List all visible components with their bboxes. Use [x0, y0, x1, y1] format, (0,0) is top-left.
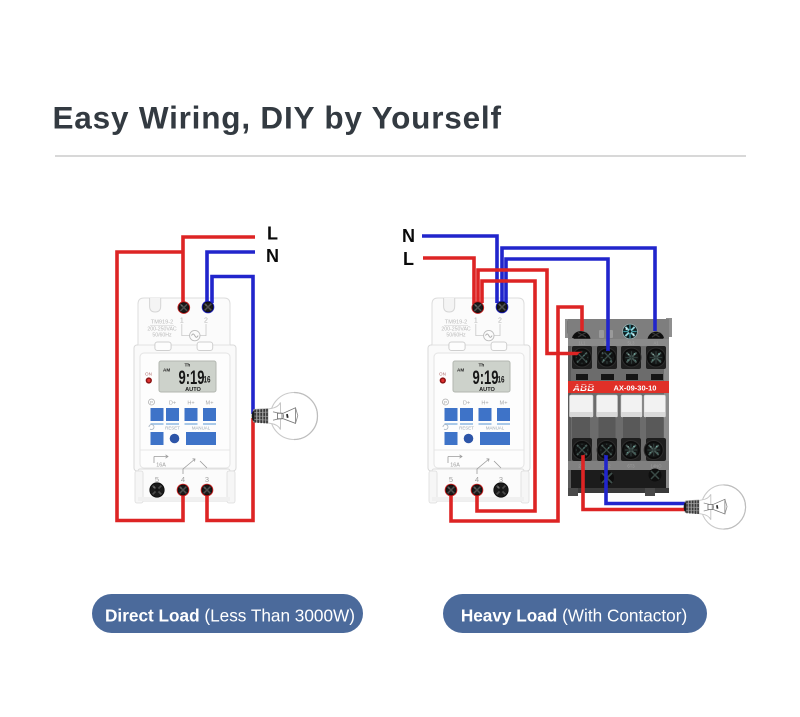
svg-text:L: L [403, 249, 414, 269]
svg-text:Heavy Load (With Contactor): Heavy Load (With Contactor) [461, 606, 687, 626]
svg-text:L: L [267, 224, 278, 244]
svg-text:N: N [402, 226, 415, 246]
svg-text:N: N [266, 246, 279, 266]
svg-text:Easy Wiring, DIY by Yourself: Easy Wiring, DIY by Yourself [53, 100, 502, 136]
svg-text:Direct Load (Less Than 3000W): Direct Load (Less Than 3000W) [105, 606, 355, 626]
